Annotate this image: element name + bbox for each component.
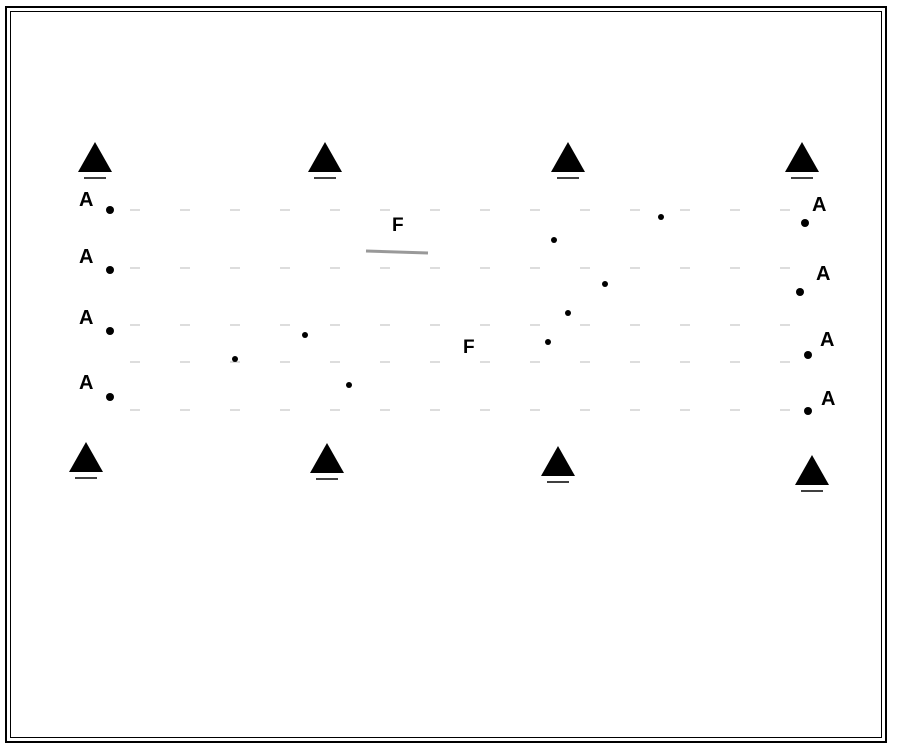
anchors-right-column: A A A A <box>812 194 835 410</box>
anchor-point-icon <box>106 327 114 335</box>
point-icon <box>346 382 352 388</box>
pillar-triangle-icon <box>785 142 819 172</box>
anchor-label: A <box>79 246 93 268</box>
anchor-label: A <box>820 329 834 351</box>
pillar-triangle-icon <box>795 455 829 485</box>
fixture-labels: F F <box>392 215 475 358</box>
outer-frame <box>5 6 887 743</box>
pillar-triangle-icon <box>310 443 344 473</box>
anchor-point-icon <box>801 219 809 227</box>
anchor-point-icon <box>804 407 812 415</box>
anchor-point-icon <box>796 288 804 296</box>
point-icon <box>551 237 557 243</box>
anchor-point-icon <box>106 393 114 401</box>
anchor-point-icon <box>804 351 812 359</box>
anchor-label: A <box>79 189 93 211</box>
guide-lines <box>130 209 790 411</box>
anchor-dots-right <box>796 219 812 415</box>
fixture-label-lower: F <box>463 337 475 358</box>
pillar-triangle-icon <box>69 442 103 472</box>
point-icon <box>302 332 308 338</box>
anchors-left-column: A A A A <box>79 189 93 394</box>
anchor-label: A <box>79 307 93 329</box>
pillar-triangle-icon <box>551 142 585 172</box>
point-icon <box>602 281 608 287</box>
anchor-point-icon <box>106 206 114 214</box>
anchor-label: A <box>816 263 830 285</box>
anchor-label: A <box>79 372 93 394</box>
pillars-bottom-row <box>69 442 829 485</box>
point-icon <box>545 339 551 345</box>
anchor-dots-left <box>106 206 114 401</box>
scattered-points <box>232 214 664 388</box>
pillar-underlines-bottom <box>75 477 823 492</box>
anchor-label: A <box>821 388 835 410</box>
pillars-top-row <box>78 142 819 172</box>
inner-frame <box>10 11 882 738</box>
pillar-triangle-icon <box>541 446 575 476</box>
fixture-label-upper: F <box>392 215 404 236</box>
fixture-smudge <box>365 249 429 255</box>
pillar-triangle-icon <box>308 142 342 172</box>
point-icon <box>565 310 571 316</box>
pillar-triangle-icon <box>78 142 112 172</box>
anchor-point-icon <box>106 266 114 274</box>
point-icon <box>658 214 664 220</box>
point-icon <box>232 356 238 362</box>
anchor-label: A <box>812 194 826 216</box>
